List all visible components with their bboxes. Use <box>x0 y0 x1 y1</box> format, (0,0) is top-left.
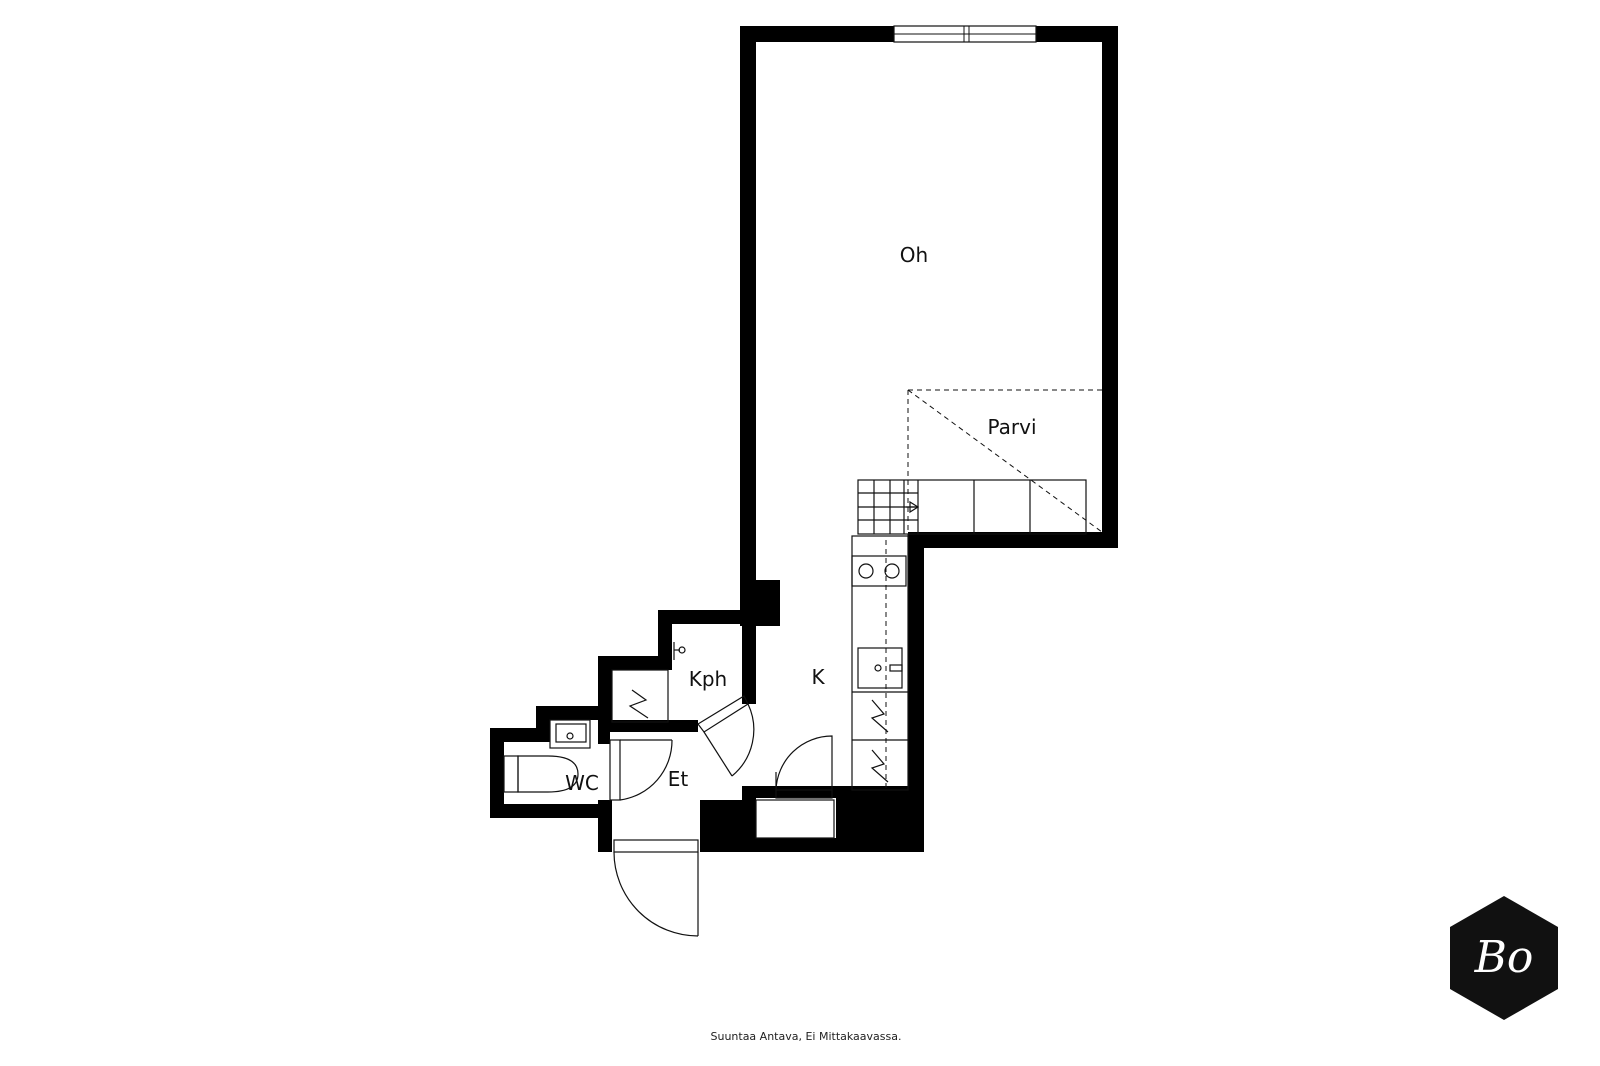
wall-kph-right <box>742 614 756 704</box>
wall-kph-top <box>658 610 758 624</box>
wall-oh-top-left <box>740 26 894 42</box>
room-labels: Oh Parvi K Kph Et WC <box>565 243 1036 795</box>
loft-stairs <box>857 479 1087 535</box>
wall-wc-right <box>598 732 610 744</box>
wall-closet-left <box>742 786 756 852</box>
brand-logo: Bo <box>1450 896 1558 1020</box>
wall-kph-left-lower <box>598 656 612 720</box>
wall-wc-top <box>490 728 550 742</box>
wall-oh-right <box>1102 26 1118 548</box>
kitchen-counter <box>851 535 909 791</box>
room-label-wc: WC <box>565 771 599 795</box>
wc-fixtures <box>503 719 591 793</box>
wall-et-bottom-left <box>598 838 612 852</box>
logo-hexagon-icon <box>1450 896 1558 1020</box>
wall-wc-left <box>490 728 504 818</box>
appliance-symbol-1 <box>870 699 889 733</box>
room-label-et: Et <box>668 767 689 791</box>
wc-door-swing <box>619 739 673 801</box>
room-label-kph: Kph <box>689 667 728 691</box>
wall-kph-step <box>598 656 672 670</box>
entrance-door-swing <box>613 851 699 937</box>
room-label-parvi: Parvi <box>987 415 1036 439</box>
wall-kph-et <box>598 720 698 732</box>
toilet-tank-icon <box>503 755 519 793</box>
wall-kph-left-upper <box>658 610 672 670</box>
room-label-k: K <box>811 665 825 689</box>
window <box>893 25 1037 43</box>
wall-oh-bottom <box>908 532 1118 548</box>
wall-wc-top-step <box>536 706 612 720</box>
logo-text: Bo <box>1474 932 1534 983</box>
wall-utility-block <box>836 786 924 852</box>
toilet-bowl-icon <box>517 755 579 793</box>
wall-wc-bottom <box>490 804 612 818</box>
stove-icon <box>851 555 907 587</box>
footer-note: Suuntaa Antava, Ei Mittakaavassa. <box>710 1030 901 1043</box>
wc-sink-icon <box>549 719 591 749</box>
closet <box>755 799 835 839</box>
kph-door-leaf <box>703 731 733 777</box>
walls <box>490 26 1118 852</box>
kph-door-swing <box>731 703 755 777</box>
bathroom-fixtures <box>611 642 686 723</box>
washer-symbol <box>628 689 649 719</box>
appliance-symbol-2 <box>870 749 889 783</box>
wall-oh-left <box>740 26 756 614</box>
wall-oh-top-right <box>1036 26 1118 42</box>
closet-door-swing <box>775 735 833 791</box>
wall-kitchen-right <box>908 532 924 832</box>
room-label-oh: Oh <box>900 243 928 267</box>
doors <box>609 695 835 937</box>
kitchen-sink-icon <box>857 647 903 689</box>
